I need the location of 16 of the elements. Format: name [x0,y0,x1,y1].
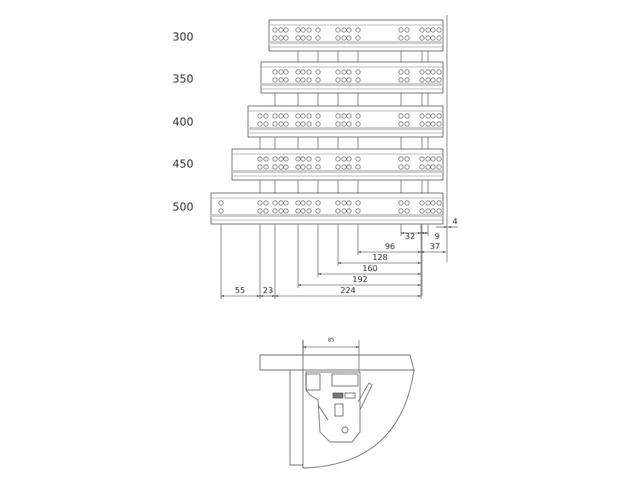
slide-length-label: 300 [172,32,194,42]
dimension-value: 96 [384,243,396,251]
dimension-value: 32 [404,233,416,241]
dimension-value: 224 [340,287,356,295]
dimension-value: 23 [262,287,274,295]
slide-length-label: 350 [172,74,194,84]
slide-length-label: 500 [172,202,194,212]
dimension-value: 4 [452,218,458,226]
dimension-value: 192 [352,276,368,284]
dimension-value: 160 [362,265,378,273]
dimension-value: 128 [372,254,388,262]
dimension-value: 37 [430,243,440,251]
slide-length-label: 450 [172,158,194,170]
dimension-value: 9 [434,233,440,241]
slide-length-label: 400 [172,116,194,128]
dimension-value: 55 [234,287,246,295]
